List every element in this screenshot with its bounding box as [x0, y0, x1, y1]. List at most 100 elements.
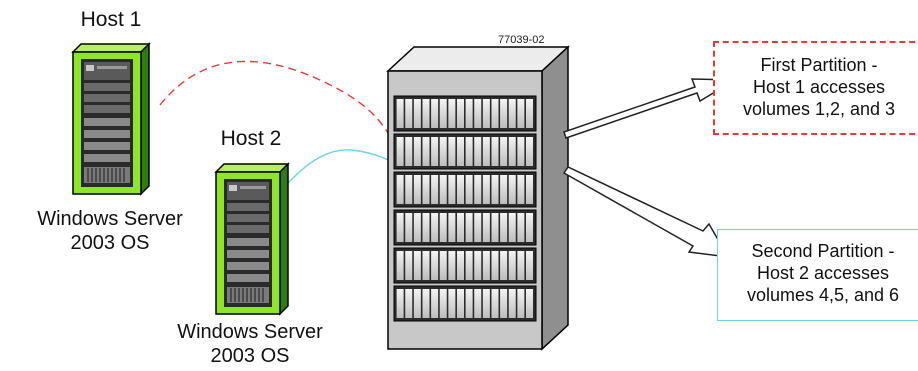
drive-slot: [448, 99, 456, 128]
drive-slot: [405, 213, 413, 242]
drive-slot: [491, 175, 499, 204]
drive-slot: [456, 289, 465, 318]
second-partition-volumes: volumes 4,5, and 6: [746, 285, 900, 305]
drive-slot: [431, 213, 439, 242]
second-partition-title: Second Partition -: [751, 241, 895, 261]
host2-os-label-line1: Windows Server: [177, 321, 323, 343]
drive-slot: [413, 175, 421, 204]
host1-os-label-line2: 2003 OS: [70, 232, 150, 254]
drive-slot: [500, 175, 508, 204]
drive-slot: [482, 137, 490, 166]
drive-slot: [396, 99, 404, 128]
drive-slot: [474, 175, 482, 204]
storage-array-cabinet: [386, 45, 570, 351]
drive-slot: [439, 251, 447, 280]
drive-slot: [405, 175, 413, 204]
drive-slot: [517, 175, 525, 204]
drive-slot: [431, 251, 439, 280]
host1-os-label-line1: Windows Server: [37, 208, 183, 230]
host2-title: Host 2: [220, 127, 282, 150]
first-partition-title: First Partition -: [760, 55, 878, 75]
drive-slot: [500, 289, 508, 318]
drive-slot: [413, 251, 421, 280]
drive-slot: [517, 251, 525, 280]
drive-slot: [448, 175, 456, 204]
drive-slot: [431, 99, 439, 128]
drive-slot: [413, 99, 421, 128]
drive-slot: [413, 213, 421, 242]
drive-slot: [491, 137, 499, 166]
drive-slot: [474, 289, 482, 318]
drive-slot: [525, 251, 534, 280]
drive-slot: [500, 213, 508, 242]
drive-slot: [422, 289, 430, 318]
drive-slot: [465, 175, 473, 204]
second-partition-host: Host 2 accesses: [756, 263, 890, 283]
drive-slot: [396, 137, 404, 166]
drive-slot: [465, 99, 473, 128]
drive-slot: [525, 99, 534, 128]
drive-slot: [456, 99, 465, 128]
drive-slot: [439, 99, 447, 128]
drive-slot: [508, 99, 516, 128]
drive-slot: [517, 289, 525, 318]
drive-slot: [508, 289, 516, 318]
drive-slot: [474, 137, 482, 166]
drive-slot: [431, 175, 439, 204]
drive-slot: [456, 213, 465, 242]
drive-slot: [422, 213, 430, 242]
drive-slot: [396, 251, 404, 280]
drive-slot: [517, 99, 525, 128]
drive-slot: [422, 99, 430, 128]
first-partition-host: Host 1 accesses: [752, 77, 886, 97]
drive-slot: [500, 137, 508, 166]
drive-slot: [482, 289, 490, 318]
arrow-to-first-partition: [563, 78, 738, 139]
drive-slot: [517, 137, 525, 166]
drive-slot: [422, 137, 430, 166]
drive-slot: [422, 251, 430, 280]
arrow-to-second-partition: [562, 166, 730, 258]
drive-slot: [517, 213, 525, 242]
drive-slot: [474, 213, 482, 242]
host2-server-icon: [214, 162, 290, 316]
drive-slot: [508, 213, 516, 242]
drive-slot: [431, 289, 439, 318]
drive-slot: [474, 251, 482, 280]
drive-slot: [405, 99, 413, 128]
drive-slot: [525, 137, 534, 166]
drive-slot: [491, 289, 499, 318]
drive-slot: [525, 175, 534, 204]
drive-slot: [508, 251, 516, 280]
host1-server-icon: [71, 42, 151, 196]
drive-slot: [500, 251, 508, 280]
drive-slot: [396, 289, 404, 318]
drive-slot: [491, 213, 499, 242]
drive-slot: [413, 289, 421, 318]
drive-slot: [482, 213, 490, 242]
drive-slot: [491, 251, 499, 280]
host1-connection-line: [159, 60, 389, 134]
drive-slot: [465, 213, 473, 242]
host1-title: Host 1: [80, 8, 142, 31]
second-partition-box: Second Partition - Host 2 accesses volum…: [717, 229, 918, 321]
drive-slot: [482, 175, 490, 204]
drive-slot: [396, 213, 404, 242]
drive-shelves: [393, 95, 537, 322]
drive-slot: [405, 251, 413, 280]
drive-slot: [405, 289, 413, 318]
drive-slot: [448, 251, 456, 280]
drive-slot: [456, 137, 465, 166]
drive-slot: [474, 99, 482, 128]
drive-slot: [465, 251, 473, 280]
first-partition-volumes: volumes 1,2, and 3: [742, 99, 896, 119]
drive-slot: [422, 175, 430, 204]
drive-slot: [439, 175, 447, 204]
drive-slot: [439, 213, 447, 242]
drive-slot: [439, 289, 447, 318]
drive-slot: [456, 251, 465, 280]
drive-slot: [465, 289, 473, 318]
drive-slot: [456, 175, 465, 204]
drive-slot: [448, 213, 456, 242]
